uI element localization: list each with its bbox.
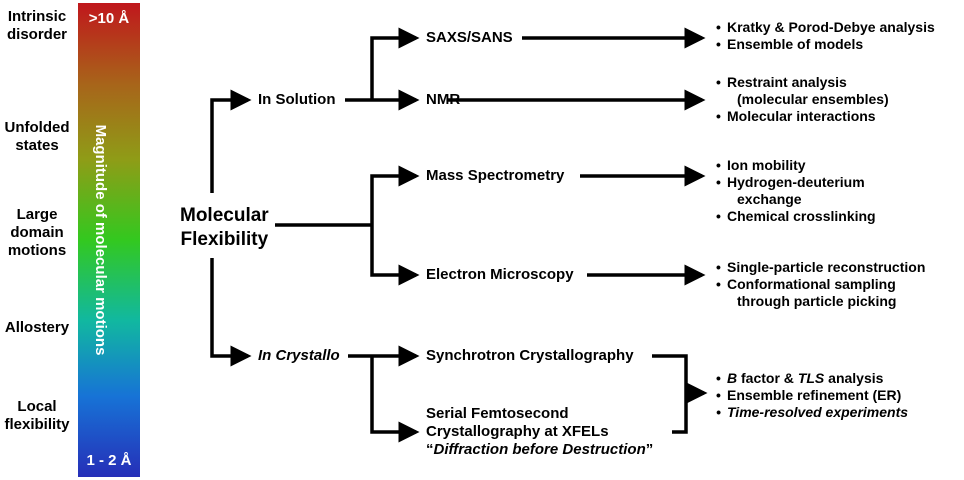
- outcomes-saxs: Kratky & Porod-Debye analysis Ensemble o…: [716, 19, 935, 53]
- root-line-1: Molecular: [180, 205, 269, 226]
- list-item: Ensemble of models: [716, 36, 935, 53]
- branch-in-solution: In Solution: [258, 91, 336, 108]
- list-item: Time-resolved experiments: [716, 404, 908, 421]
- bar-top-label: >10 Å: [88, 10, 130, 27]
- list-item: Molecular interactions: [716, 108, 889, 125]
- level-allostery: Allostery: [4, 319, 70, 336]
- magnitude-gradient-bar: >10 Å Magnitude of molecular motions 1 -…: [78, 3, 140, 477]
- list-item: Hydrogen-deuterium: [716, 174, 876, 191]
- list-item: Ensemble refinement (ER): [716, 387, 908, 404]
- level-intrinsic-disorder: Intrinsic disorder: [6, 8, 67, 43]
- outcomes-crystallography: B factor & TLS analysis Ensemble refinem…: [716, 370, 908, 421]
- sfx-quote: “Diffraction before Destruction”: [426, 441, 654, 458]
- method-electron-microscopy: Electron Microscopy: [426, 266, 574, 283]
- level-large-domain-motions: Large domain motions: [7, 206, 67, 259]
- level-unfolded-states: Unfolded states: [4, 119, 70, 154]
- solution-to-saxs: [370, 27, 420, 100]
- method-sfx: Serial Femtosecond Crystallography at XF…: [426, 405, 653, 459]
- bar-bottom-label: 1 - 2 Å: [86, 452, 132, 469]
- outcomes-ms: Ion mobility Hydrogen-deuterium exchange…: [716, 157, 876, 225]
- root-line-2: Flexibility: [180, 229, 269, 250]
- crystallo-to-sfx: [370, 356, 420, 443]
- list-item-continuation: exchange: [737, 191, 802, 207]
- outcomes-em: Single-particle reconstruction Conformat…: [716, 259, 925, 310]
- list-item: Restraint analysis: [716, 74, 889, 91]
- root-node: Molecular Flexibility: [180, 204, 269, 252]
- root-to-em: [370, 225, 420, 286]
- root-to-crystallo-line: [210, 258, 252, 367]
- method-saxs-sans: SAXS/SANS: [426, 29, 513, 46]
- list-item-continuation: (molecular ensembles): [737, 91, 889, 107]
- crystal-bracket: [652, 354, 688, 434]
- list-item: Conformational sampling: [716, 276, 925, 293]
- sfx-line-1: Serial Femtosecond: [426, 405, 569, 422]
- root-to-ms: [370, 165, 420, 225]
- outcomes-nmr: Restraint analysis (molecular ensembles)…: [716, 74, 889, 125]
- list-item: Kratky & Porod-Debye analysis: [716, 19, 935, 36]
- branch-in-crystallo: In Crystallo: [258, 347, 340, 364]
- bar-axis-label: Magnitude of molecular motions: [92, 124, 109, 356]
- list-item-continuation: through particle picking: [737, 293, 897, 309]
- method-synchrotron: Synchrotron Crystallography: [426, 347, 634, 364]
- sfx-line-2: Crystallography at XFELs: [426, 423, 609, 440]
- root-to-solution-line: [210, 89, 252, 193]
- list-item: Chemical crosslinking: [716, 208, 876, 225]
- list-item-bfactor: B factor & TLS analysis: [716, 370, 908, 387]
- list-item: Ion mobility: [716, 157, 876, 174]
- list-item: Single-particle reconstruction: [716, 259, 925, 276]
- method-nmr: NMR: [426, 91, 461, 108]
- method-mass-spectrometry: Mass Spectrometry: [426, 167, 565, 184]
- level-local-flexibility: Local flexibility: [4, 398, 70, 433]
